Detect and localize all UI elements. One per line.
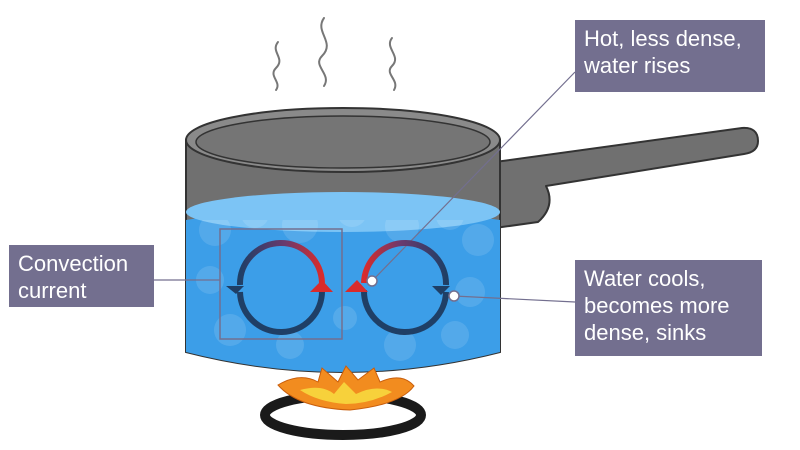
label-water-cools-sinks: Water cools, becomes more dense, sinks [575, 260, 762, 356]
steam-icon [272, 17, 397, 91]
leader-lines [154, 71, 576, 303]
label-line: current [18, 278, 87, 303]
flame-icon [277, 365, 415, 411]
pan-handle [494, 126, 759, 229]
convection-arrow-icon [345, 240, 450, 335]
hot-water-dot [366, 275, 378, 287]
label-line: water rises [584, 53, 691, 78]
convection-highlight-box [219, 228, 343, 340]
label-hot-water-rises: Hot, less dense, water rises [575, 20, 765, 92]
label-line: Water cools, [584, 266, 706, 291]
label-line: becomes more [584, 293, 730, 318]
label-convection-current: Convection current [9, 245, 154, 307]
label-line: dense, sinks [584, 320, 707, 345]
label-line: Convection [18, 251, 129, 276]
label-line: Hot, less dense, [584, 26, 742, 51]
water [186, 192, 500, 372]
convection-arrow-icon [226, 240, 333, 335]
pan-inner-rim [195, 115, 491, 169]
cool-water-dot [448, 290, 460, 302]
